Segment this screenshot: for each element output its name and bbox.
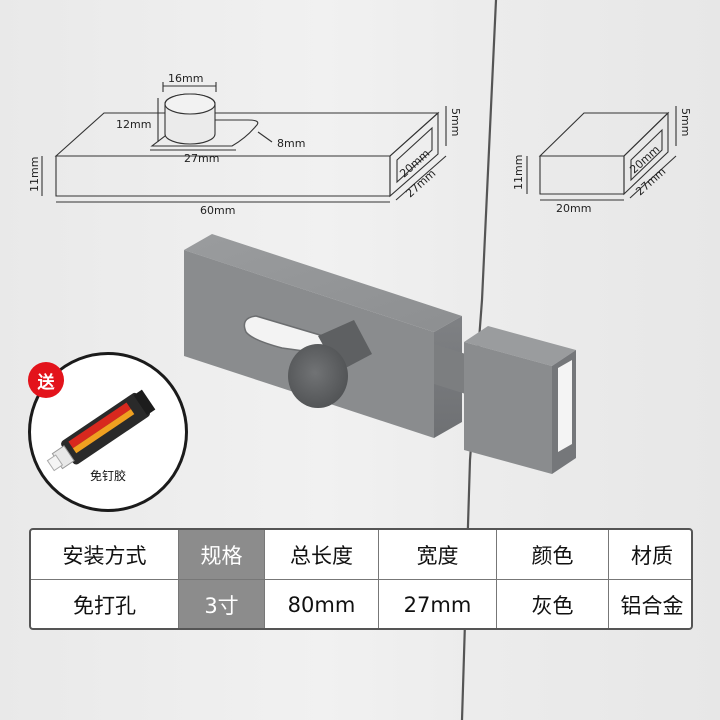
value-spec: 3寸 bbox=[179, 580, 265, 628]
dim-knob-diameter: 16mm bbox=[168, 72, 203, 85]
keeper-dim-length: 20mm bbox=[556, 202, 591, 215]
header-install-method: 安装方式 bbox=[31, 530, 179, 580]
keeper-dimension-drawing bbox=[526, 106, 677, 201]
header-color: 颜色 bbox=[497, 530, 609, 580]
keeper-block bbox=[464, 326, 576, 474]
value-color: 灰色 bbox=[497, 580, 609, 628]
main-dimension-drawing bbox=[41, 82, 447, 203]
header-width: 宽度 bbox=[379, 530, 497, 580]
dim-body-length: 60mm bbox=[200, 204, 235, 217]
spec-table: 安装方式 规格 总长度 宽度 颜色 材质 免打孔 3寸 80mm 27mm 灰色… bbox=[29, 528, 693, 630]
header-material: 材质 bbox=[609, 530, 691, 580]
glue-caption: 免钉胶 bbox=[89, 469, 126, 483]
value-total-length: 80mm bbox=[265, 580, 379, 628]
header-spec: 规格 bbox=[179, 530, 265, 580]
latch-knob bbox=[288, 320, 372, 408]
value-install-method: 免打孔 bbox=[31, 580, 179, 628]
gift-badge: 送 bbox=[28, 362, 64, 398]
keeper-dim-height: 11mm bbox=[512, 155, 525, 190]
dim-end-thickness: 5mm bbox=[449, 108, 462, 136]
dim-knob-height: 12mm bbox=[116, 118, 151, 131]
glue-tube bbox=[46, 389, 156, 472]
dim-slot-length: 27mm bbox=[184, 152, 219, 165]
value-width: 27mm bbox=[379, 580, 497, 628]
latch-bolt bbox=[434, 344, 472, 396]
value-material: 铝合金 bbox=[620, 594, 684, 618]
dim-slot-width: 8mm bbox=[277, 137, 305, 150]
dim-body-height: 11mm bbox=[28, 157, 41, 192]
keeper-dim-wall: 5mm bbox=[679, 108, 692, 136]
header-total-length: 总长度 bbox=[265, 530, 379, 580]
